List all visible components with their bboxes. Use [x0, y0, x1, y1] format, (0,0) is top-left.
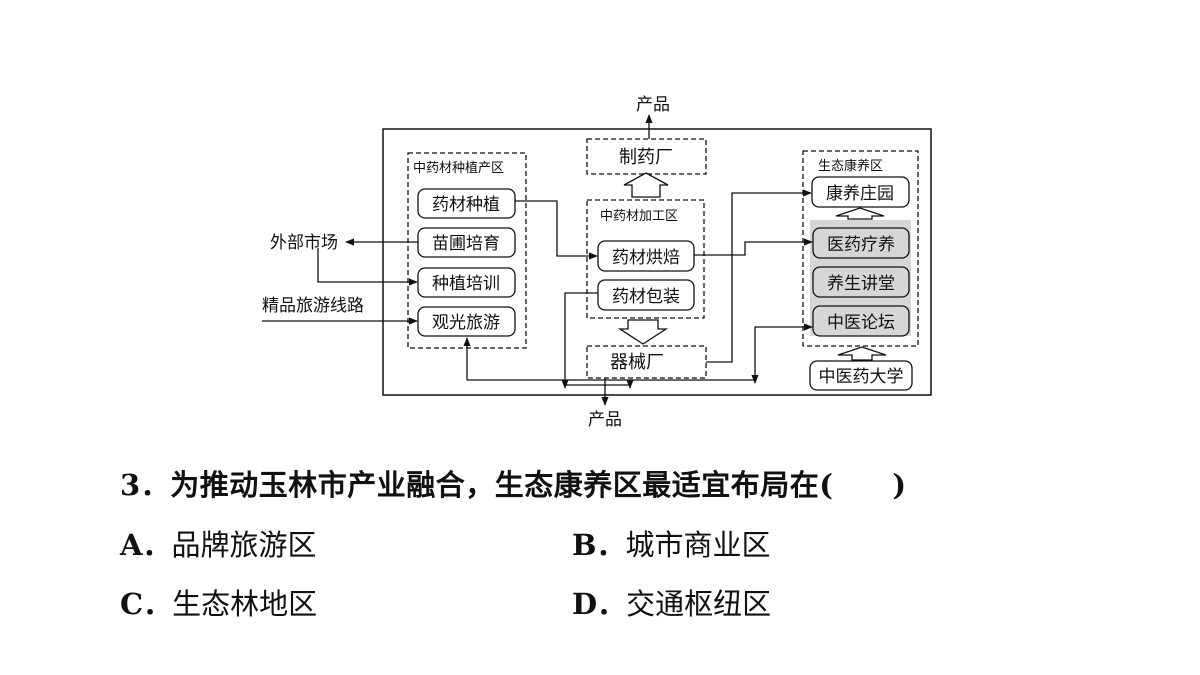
health-lecture-node [812, 266, 910, 298]
option-c-letter: C． [120, 587, 173, 621]
line-packaging-to-bottom [561, 292, 598, 389]
option-d[interactable]: D．交通枢纽区 [572, 581, 771, 623]
question-body: 为推动玉林市产业融合，生态康养区最适宜布局在( ) [170, 468, 907, 502]
industry-fusion-diagram: 中药材种植产区 制药厂 中药材加工区 器械厂 生态康养区 药材种植 苗圃培育 种… [262, 95, 932, 430]
tcm-forum-node [812, 305, 910, 337]
option-d-letter: D． [572, 587, 627, 621]
option-d-text: 交通枢纽区 [626, 587, 772, 621]
equipment-factory-box [586, 345, 707, 379]
equipment-factory-label: 器械厂 [610, 352, 664, 373]
question-text: 3．为推动玉林市产业融合，生态康养区最适宜布局在( ) [120, 462, 907, 504]
option-c-text: 生态林地区 [172, 587, 318, 621]
wellness-zone-label: 生态康养区 [818, 158, 883, 174]
option-a-text: 品牌旅游区 [171, 528, 317, 562]
wellness-manor-label: 康养庄园 [826, 184, 894, 204]
pharmacy-factory-label: 制药厂 [619, 147, 673, 168]
line-planting-to-drying [515, 200, 598, 260]
block-arrow-up-to-manor [835, 207, 885, 220]
herb-packaging-label: 药材包装 [612, 287, 680, 307]
line-forum-link [751, 323, 813, 384]
herb-drying-node [597, 240, 695, 272]
line-bottom-rail [565, 379, 634, 389]
question-number: 3． [120, 468, 171, 502]
seedling-label: 苗圃培育 [432, 234, 500, 254]
medical-care-label: 医药疗养 [827, 235, 895, 255]
product-top-label: 产品 [636, 95, 670, 115]
option-c[interactable]: C．生态林地区 [120, 581, 317, 623]
wellness-manor-node [811, 176, 910, 208]
line-market-to-training [317, 248, 418, 286]
medical-care-node [812, 227, 910, 259]
processing-zone-label: 中药材加工区 [600, 209, 678, 224]
herb-planting-label: 药材种植 [432, 195, 500, 215]
option-a[interactable]: A．品牌旅游区 [120, 522, 317, 564]
processing-zone [586, 199, 705, 319]
option-b[interactable]: B．城市商业区 [572, 522, 771, 564]
health-lecture-label: 养生讲堂 [827, 274, 895, 294]
sightseeing-node [417, 306, 516, 337]
option-a-letter: A． [120, 528, 172, 562]
option-b-text: 城市商业区 [625, 528, 771, 562]
product-bottom-label: 产品 [588, 410, 622, 430]
block-arrow-up-from-university [837, 346, 887, 361]
sightseeing-label: 观光旅游 [432, 313, 500, 333]
tcm-university-label: 中医药大学 [819, 367, 904, 387]
tourism-route-label: 精品旅游线路 [262, 296, 364, 316]
herb-drying-label: 药材烘焙 [612, 248, 680, 268]
herb-packaging-node [597, 279, 695, 311]
line-equipment-to-manor [706, 189, 812, 363]
diagram-frame [382, 128, 932, 396]
planting-zone-label: 中药材种植产区 [413, 161, 504, 176]
option-b-letter: B． [572, 528, 626, 562]
line-drying-to-medical [694, 238, 813, 256]
pharmacy-factory-box [586, 138, 707, 175]
outside-market-label: 外部市场 [270, 233, 338, 253]
block-arrow-up-to-pharmacy [623, 172, 669, 198]
block-arrow-down-to-equipment [617, 319, 669, 345]
wellness-zone [802, 150, 919, 347]
planting-training-label: 种植培训 [432, 274, 500, 294]
planting-training-node [417, 267, 516, 298]
tcm-forum-label: 中医论坛 [827, 313, 895, 333]
herb-planting-node [417, 188, 516, 219]
